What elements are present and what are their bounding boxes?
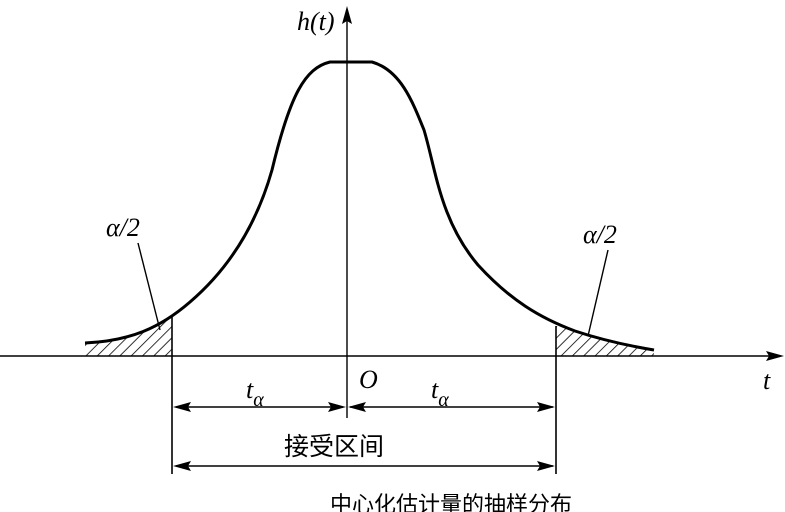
- left-tail-region: [85, 316, 172, 356]
- left-tail-leader: [137, 242, 161, 331]
- density-curve: [84, 60, 655, 352]
- acceptance-interval-dimension: [173, 461, 555, 471]
- t-axis-arrowhead: [766, 351, 784, 361]
- figure-caption: 中心化估计量的抽样分布: [330, 493, 572, 512]
- left-tail-label: α/2: [106, 213, 140, 242]
- h-axis-arrowhead: [342, 6, 352, 24]
- t-alpha-right-dimension: [348, 402, 555, 412]
- t-alpha-right-label: tα: [431, 375, 449, 411]
- t-alpha-left-label: tα: [246, 375, 264, 411]
- t-alpha-left-dimension: [173, 402, 346, 412]
- t-axis-label: t: [763, 366, 771, 395]
- acceptance-interval-label: 接受区间: [284, 432, 384, 461]
- right-tail-leader: [587, 249, 609, 337]
- right-tail-label: α/2: [583, 220, 617, 249]
- h-axis-label: h(t): [297, 7, 335, 36]
- origin-label: O: [359, 365, 378, 394]
- right-tail-region: [556, 326, 654, 356]
